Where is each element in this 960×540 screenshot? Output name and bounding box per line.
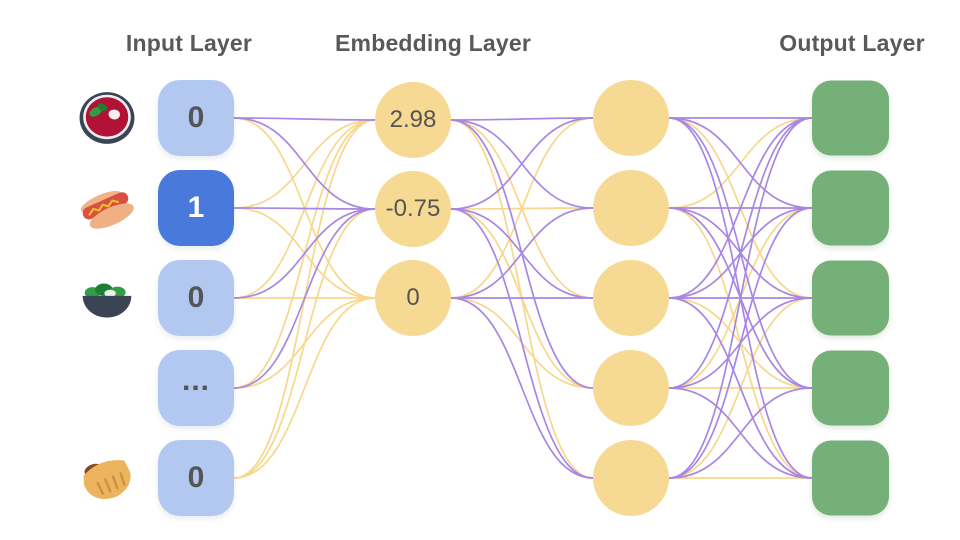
connection-edge: [450, 297, 594, 479]
connection-edge: [668, 117, 813, 479]
input-node: 0: [158, 80, 234, 156]
input-node: 0: [158, 260, 234, 336]
input-node: 1: [158, 170, 234, 246]
borscht-bowl-icon: [78, 89, 136, 147]
output-node: [812, 80, 889, 156]
embedding-node-value: 0: [406, 284, 420, 311]
connection-edge: [450, 117, 594, 121]
hidden-node: [593, 260, 669, 336]
hidden-node: [593, 170, 669, 246]
output-layer-title: Output Layer: [779, 30, 925, 56]
input-node-value: 0: [187, 101, 205, 134]
embedding-node-value: 2.98: [389, 106, 437, 133]
output-node: [812, 350, 889, 426]
hotdog-icon: [78, 179, 136, 237]
salad-bowl-icon: [78, 269, 136, 327]
connection-edge: [233, 297, 376, 479]
connection-edge: [668, 387, 813, 479]
input-node-ellipsis: ...: [181, 364, 210, 397]
hidden-node: [593, 440, 669, 516]
embedding-layer-title: Embedding Layer: [335, 30, 531, 56]
input-node-value: 1: [187, 191, 205, 224]
connection-edge: [233, 207, 376, 210]
connection-edge: [233, 208, 376, 479]
connection-edge: [450, 207, 594, 299]
connection-edge: [668, 117, 813, 389]
connection-edge: [233, 117, 376, 210]
input-node-value: 0: [187, 461, 205, 494]
connection-edge: [450, 117, 594, 299]
input-layer-title: Input Layer: [125, 30, 253, 56]
hidden-node: [593, 350, 669, 426]
output-node: [812, 440, 889, 516]
output-node: [812, 170, 889, 246]
embedding-node: -0.75: [375, 171, 451, 247]
pita-icon: [78, 449, 136, 507]
input-node: 0: [158, 440, 234, 516]
connection-edge: [450, 117, 594, 210]
input-node-value: 0: [187, 281, 205, 314]
input-node: ...: [158, 350, 234, 426]
connection-edge: [668, 117, 813, 299]
connection-edge: [450, 208, 594, 479]
connection-edge: [668, 117, 813, 209]
connection-edge: [233, 117, 376, 121]
embedding-node: 2.98: [375, 82, 451, 158]
connection-edge: [233, 208, 376, 389]
connection-edge: [233, 208, 376, 299]
connection-edge: [668, 207, 813, 479]
embedding-node: 0: [375, 260, 451, 336]
embedding-node-value: -0.75: [385, 195, 441, 222]
hidden-node: [593, 80, 669, 156]
connection-edge: [668, 297, 813, 479]
output-node: [812, 260, 889, 336]
